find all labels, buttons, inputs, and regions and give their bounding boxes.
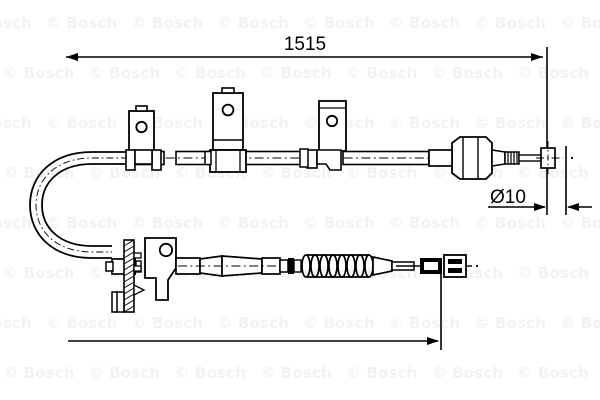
lever-hook-bracket: [144, 237, 177, 301]
bracket-3-hole: [325, 114, 339, 128]
bracket-2-hole: [221, 103, 235, 117]
hook-bracket-hole: [158, 242, 174, 258]
dimension-overall-length: 1515: [66, 34, 543, 61]
mounting-bracket-2: [204, 87, 247, 173]
cable-ferrule: [299, 148, 309, 168]
lower-cable-assembly: [105, 237, 479, 350]
mounting-bracket-1: [125, 105, 162, 171]
dimension-cable-diameter: Ø10: [488, 187, 592, 211]
dimension-label-overall-length: 1515: [284, 34, 326, 55]
dimension-lower-run: [68, 337, 439, 345]
bracket-1-hole: [135, 120, 148, 134]
end-bracket-plate: [536, 141, 563, 175]
mounting-bracket-3: [306, 100, 347, 171]
upper-cable-assembly: [29, 87, 574, 259]
cable-u-bend: [29, 151, 128, 259]
lever-bracket-hatched-plate: [111, 239, 146, 313]
lower-cable-tapered-rod: [175, 255, 300, 277]
rubber-boot: [428, 136, 506, 180]
lower-cable-end-taper: [372, 255, 420, 277]
coil-spring: [301, 254, 374, 278]
lower-cable-ferrules: [279, 258, 302, 274]
threaded-end-fitting: [504, 151, 542, 165]
upper-cable-sheath: [127, 150, 452, 166]
terminal-connector: [420, 254, 479, 278]
dimension-label-cable-diameter: Ø10: [490, 187, 526, 208]
